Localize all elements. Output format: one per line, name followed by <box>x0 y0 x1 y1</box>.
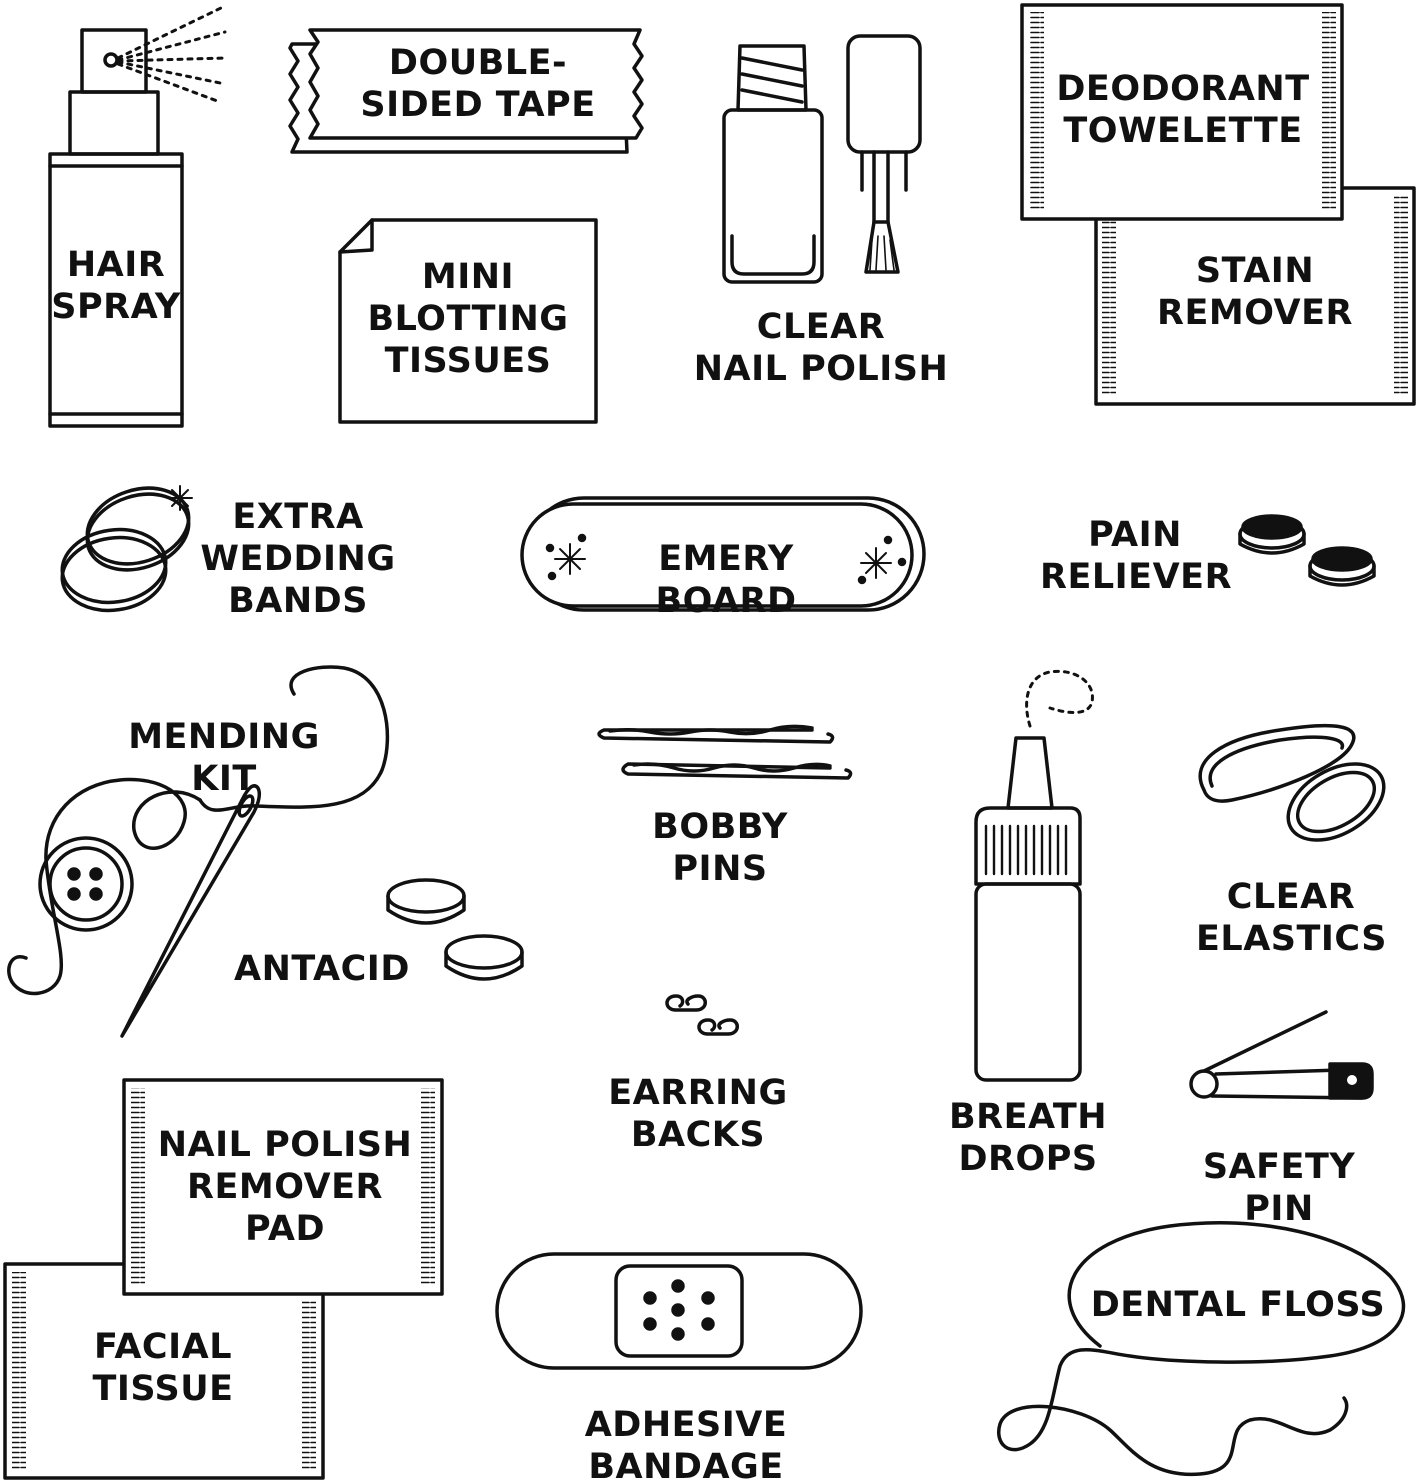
label-deodorant-towelette: DEODORANT TOWELETTE <box>1056 69 1310 151</box>
nail-polish-icon <box>722 34 922 284</box>
label-dental-floss: DENTAL FLOSS <box>1090 1285 1386 1325</box>
pain-reliever-icon <box>1238 514 1376 587</box>
antacid-icon <box>386 878 524 981</box>
double-sided-tape-icon <box>288 28 644 154</box>
label-stain-remover: STAIN REMOVER <box>1157 251 1353 333</box>
stain-remover-icon <box>1094 186 1416 406</box>
mending-kit-icon <box>7 665 390 1038</box>
dental-floss-icon <box>997 1220 1406 1477</box>
label-adhesive-bandage: ADHESIVE BANDAGE <box>584 1405 788 1484</box>
label-antacid: ANTACID <box>234 949 410 989</box>
hair-spray-icon <box>48 4 227 428</box>
deodorant-towelette-icon <box>1020 3 1344 221</box>
bobby-pins-icon <box>597 724 853 780</box>
label-double-sided-tape: DOUBLE- SIDED TAPE <box>360 43 596 125</box>
wedding-bands-icon <box>60 485 193 613</box>
label-emery-board: EMERY BOARD <box>655 539 797 621</box>
safety-pin-icon <box>1189 1010 1374 1100</box>
blotting-tissues-icon <box>338 218 598 424</box>
label-extra-wedding-bands: EXTRA WEDDING BANDS <box>200 497 396 621</box>
label-clear-nail-polish: CLEAR NAIL POLISH <box>693 307 949 389</box>
label-mending-kit: MENDING KIT <box>128 717 320 799</box>
label-earring-backs: EARRING BACKS <box>608 1073 788 1155</box>
label-bobby-pins: BOBBY PINS <box>652 807 788 889</box>
emery-board-icon <box>520 496 926 612</box>
adhesive-bandage-icon <box>495 1252 863 1370</box>
label-pain-reliever: PAIN RELIEVER <box>1040 515 1233 597</box>
label-mini-blotting-tissues: MINI BLOTTING TISSUES <box>367 257 569 381</box>
earring-backs-icon <box>665 994 739 1036</box>
clear-elastics-icon <box>1198 723 1386 842</box>
label-nail-polish-remover-pad: NAIL POLISH REMOVER PAD <box>157 1125 413 1249</box>
facial-tissue-icon <box>3 1262 325 1480</box>
label-facial-tissue: FACIAL TISSUE <box>92 1327 234 1409</box>
label-hair-spray: HAIR SPRAY <box>51 245 181 327</box>
breath-drops-icon <box>974 669 1094 1082</box>
label-clear-elastics: CLEAR ELASTICS <box>1196 877 1387 959</box>
remover-pad-icon <box>122 1078 444 1296</box>
label-safety-pin: SAFETY PIN <box>1202 1147 1356 1229</box>
label-breath-drops: BREATH DROPS <box>948 1097 1108 1179</box>
